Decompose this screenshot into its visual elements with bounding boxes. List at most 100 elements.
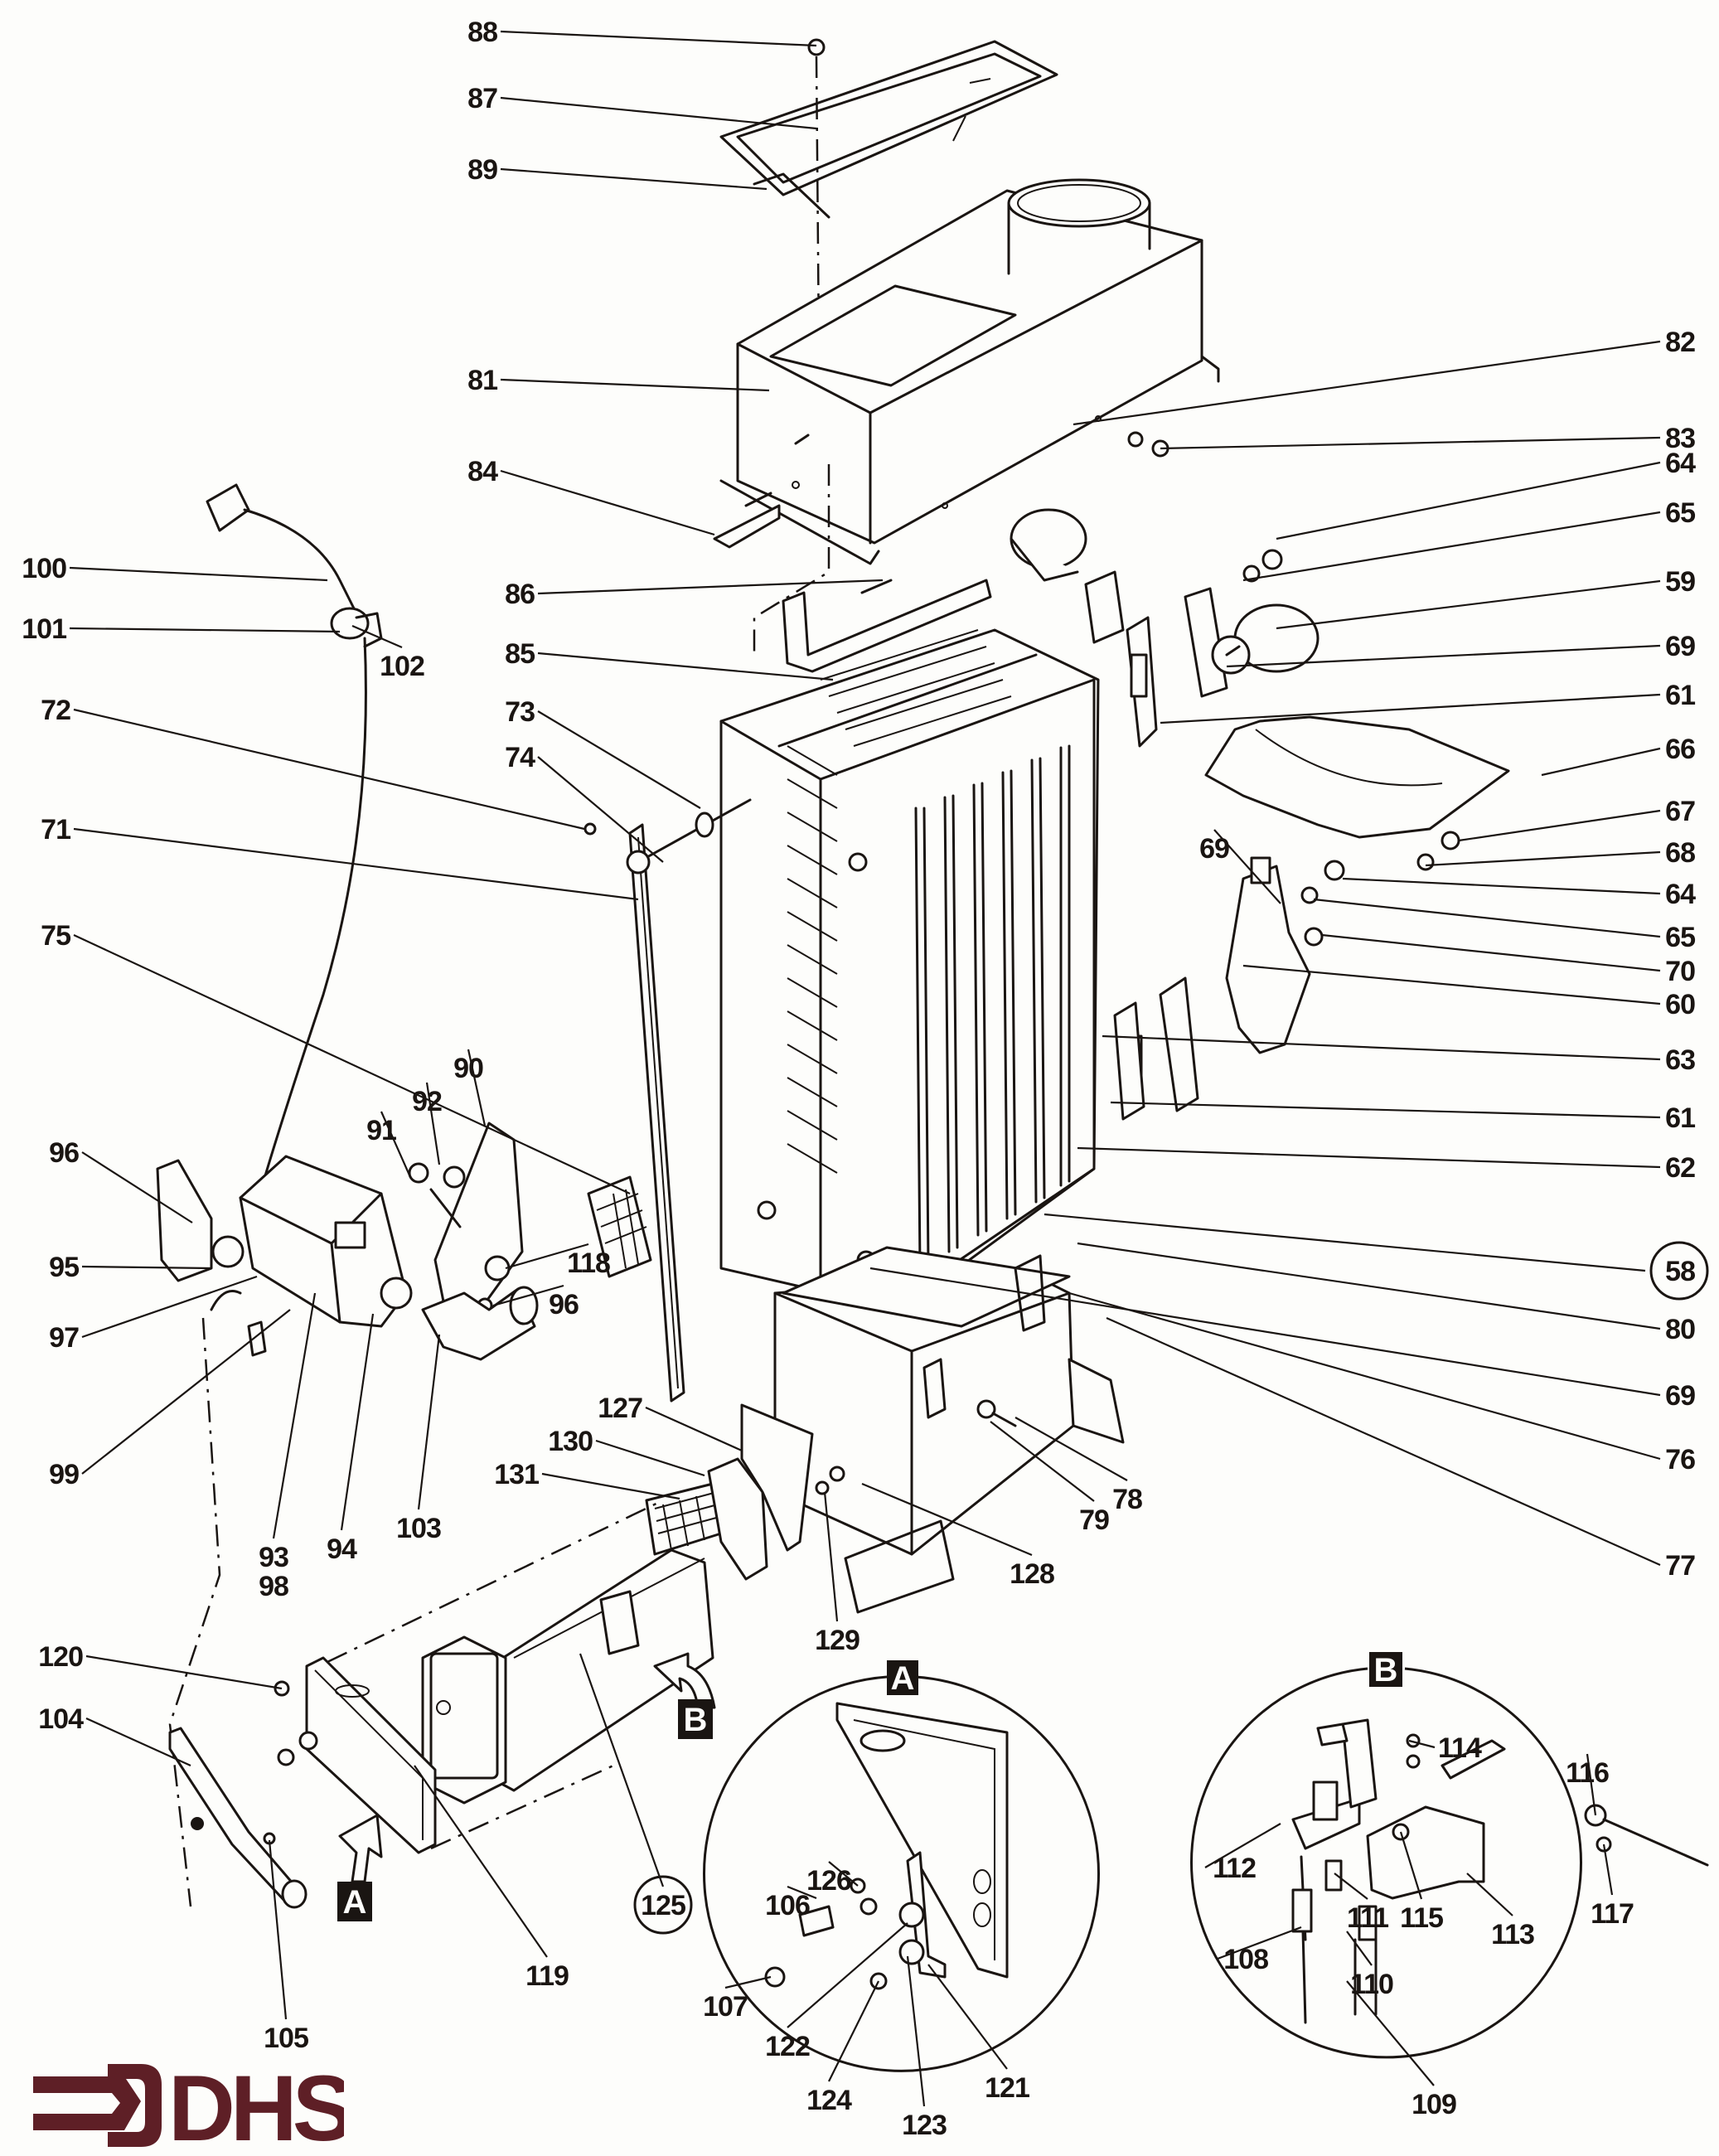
- callout-labels: 8887898184828364655969616667686964657060…: [22, 17, 1709, 2141]
- part-label-69: 69: [1199, 833, 1229, 865]
- view-arrow-B: B: [653, 1652, 716, 1739]
- leader-line-119: [414, 1765, 548, 1958]
- part-label-100: 100: [22, 553, 66, 584]
- part-label-128: 128: [1010, 1558, 1054, 1590]
- leader-line-69: [869, 1267, 1661, 1397]
- leader-line-89: [500, 167, 767, 191]
- heat-exchanger: [719, 628, 1100, 1328]
- part-label-119: 119: [525, 1960, 569, 1992]
- leader-line-116: [1586, 1753, 1597, 1816]
- part-label-96: 96: [549, 1289, 579, 1320]
- leader-line-113: [1466, 1873, 1513, 1916]
- leader-line-114: [1408, 1739, 1436, 1749]
- leader-line-68: [1425, 850, 1661, 867]
- part-label-83: 83: [1665, 423, 1695, 454]
- circled-label-ring-58: [1649, 1241, 1709, 1301]
- leader-line-130: [595, 1439, 705, 1477]
- nut-91-92: [408, 1162, 466, 1228]
- callout-leaders: [69, 30, 1661, 2107]
- leader-line-78: [1014, 1417, 1128, 1481]
- circled-label-ring-125: [633, 1875, 693, 1935]
- screw-82-83: [1095, 415, 1169, 458]
- part-label-108: 108: [1223, 1944, 1268, 1975]
- leader-line-73: [537, 710, 701, 809]
- leader-line-69: [1226, 644, 1661, 668]
- leader-line-77: [1106, 1316, 1661, 1567]
- part-label-64: 64: [1665, 879, 1696, 910]
- screw-72: [583, 822, 597, 836]
- bracket-89: [753, 172, 830, 219]
- part-label-80: 80: [1665, 1314, 1695, 1345]
- leader-line-63: [1102, 1034, 1661, 1061]
- part-label-115: 115: [1400, 1902, 1443, 1934]
- part-label-81: 81: [467, 365, 497, 396]
- leader-line-58: [1044, 1213, 1646, 1272]
- top-cover-plate: [719, 40, 1058, 196]
- part-label-72: 72: [41, 695, 70, 726]
- part-label-125: 125: [641, 1890, 685, 1921]
- part-label-65: 65: [1665, 922, 1695, 953]
- part-label-63: 63: [1665, 1044, 1695, 1076]
- leader-line-120: [85, 1655, 283, 1690]
- part-label-98: 98: [259, 1571, 288, 1602]
- leader-line-123: [906, 1955, 926, 2107]
- leader-line-106: [787, 1885, 817, 1900]
- part-label-95: 95: [49, 1252, 79, 1283]
- leader-line-75: [73, 934, 631, 1194]
- leader-line-69: [1213, 829, 1281, 904]
- part-label-114: 114: [1438, 1732, 1482, 1764]
- leader-line-80: [1077, 1242, 1661, 1330]
- part-label-85: 85: [505, 638, 535, 670]
- leader-line-111: [1334, 1873, 1368, 1900]
- leader-line-82: [1073, 340, 1661, 426]
- leader-line-62: [1077, 1146, 1661, 1169]
- part-label-94: 94: [327, 1533, 357, 1565]
- part-label-127: 127: [598, 1393, 642, 1424]
- cable-connector-100: [206, 483, 367, 1220]
- part-label-74: 74: [505, 742, 535, 773]
- part-label-66: 66: [1665, 734, 1695, 765]
- water-inlet-fitting: [1010, 508, 1125, 644]
- part-label-124: 124: [806, 2085, 852, 2116]
- part-label-103: 103: [396, 1513, 441, 1544]
- rail-76-77: [844, 1358, 1125, 1614]
- part-label-107: 107: [703, 1991, 748, 2023]
- part-label-121: 121: [985, 2072, 1029, 2104]
- part-label-75: 75: [41, 920, 70, 952]
- logo-text: DHS: [168, 2064, 344, 2147]
- leader-line-92: [425, 1082, 441, 1165]
- leader-line-65: [1313, 898, 1661, 938]
- bracket-95: [156, 1159, 245, 1282]
- screw-86: [860, 579, 893, 594]
- leader-line-99: [81, 1309, 291, 1475]
- leader-line-109: [1346, 1980, 1435, 2086]
- leader-line-66: [1541, 747, 1661, 777]
- part-label-99: 99: [49, 1459, 79, 1490]
- sight-glass-75: [587, 1175, 652, 1278]
- leader-line-65: [1242, 511, 1661, 582]
- bolt-73-74: [626, 798, 752, 875]
- leader-line-95: [81, 1265, 212, 1270]
- logo-arrow-icon: [33, 2076, 141, 2130]
- screw-128-129: [815, 1466, 845, 1495]
- part-label-130: 130: [548, 1426, 593, 1457]
- side-strip-71: [628, 823, 685, 1403]
- valve-body-60: [1225, 856, 1324, 1054]
- burner-mesh-131: [645, 1482, 723, 1556]
- leader-line-115: [1399, 1831, 1423, 1900]
- leader-line-102: [351, 624, 403, 649]
- part-label-61: 61: [1665, 680, 1695, 711]
- burner-flange-130: [707, 1457, 768, 1581]
- part-label-68: 68: [1665, 837, 1695, 869]
- deflector-66: [1204, 715, 1510, 839]
- part-label-106: 106: [765, 1890, 810, 1921]
- part-label-109: 109: [1412, 2089, 1456, 2120]
- leader-line-96: [492, 1284, 564, 1307]
- part-label-89: 89: [467, 154, 497, 186]
- bracket-84: [713, 492, 781, 549]
- part-label-120: 120: [38, 1641, 83, 1673]
- leader-line-72: [73, 708, 585, 831]
- leader-line-85: [537, 652, 834, 681]
- part-label-111: 111: [1347, 1902, 1388, 1934]
- flue-hood: [719, 178, 1220, 565]
